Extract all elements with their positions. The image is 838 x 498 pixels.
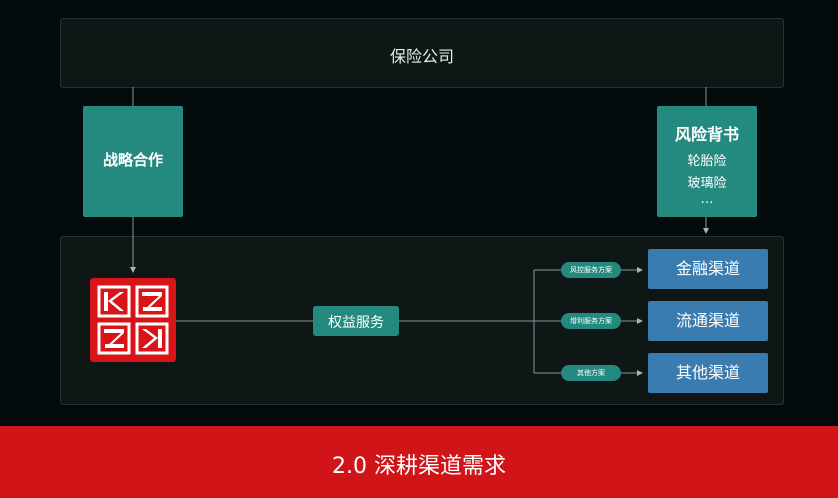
- footer-title: 2.0 深耕渠道需求: [332, 454, 506, 479]
- brand-logo-icon: [90, 278, 176, 362]
- other-plan-pill: 其他方案: [561, 365, 621, 381]
- circulation-channel-box: 流通渠道: [648, 301, 768, 341]
- risk-control-plan-pill: 风控服务方案: [561, 262, 621, 278]
- other-channel-box: 其他渠道: [648, 353, 768, 393]
- connector-lines: [130, 87, 709, 376]
- risk-item-more: …: [700, 192, 714, 207]
- risk-item-tire: 轮胎险: [687, 154, 727, 169]
- insurance-company-label: 保险公司: [389, 47, 454, 66]
- financial-channel-box: 金融渠道: [648, 249, 768, 289]
- profit-plan-pill: 增利服务方案: [561, 313, 621, 329]
- strategic-cooperation-label: 战略合作: [102, 151, 163, 169]
- risk-item-glass: 玻璃险: [687, 176, 727, 191]
- risk-endorsement-title: 风险背书: [674, 125, 739, 144]
- risk-endorsement-box: 风险背书 轮胎险 玻璃险 …: [657, 106, 757, 217]
- diagram-canvas: 保险公司 战略合作 风险背书 轮胎险 玻璃险 …: [60, 18, 784, 405]
- footer-banner: 2.0 深耕渠道需求: [0, 426, 838, 498]
- rights-service-box: 权益服务: [313, 306, 399, 336]
- strategic-cooperation-box: 战略合作: [83, 106, 183, 217]
- rights-service-label: 权益服务: [328, 315, 384, 331]
- insurance-company-panel: 保险公司: [60, 18, 784, 88]
